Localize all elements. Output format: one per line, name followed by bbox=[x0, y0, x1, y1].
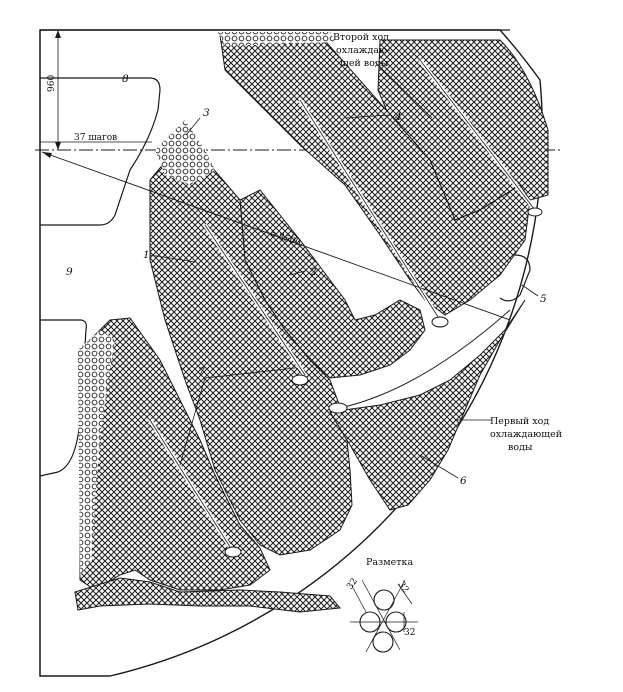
label-first-pass-line2: охлаждающей bbox=[490, 429, 562, 440]
markup-diag-2 bbox=[365, 579, 406, 653]
tube-rows-top-edge bbox=[218, 32, 335, 46]
tube-rows-3 bbox=[155, 120, 215, 185]
slot-6-end bbox=[328, 402, 348, 414]
leader-3 bbox=[185, 117, 201, 136]
slot-top-right-outline bbox=[419, 59, 536, 211]
markup-detail: Разметка 32 32 32 bbox=[345, 557, 418, 653]
leader-4 bbox=[344, 114, 391, 119]
slot-6 bbox=[339, 309, 511, 409]
leader-2 bbox=[289, 270, 306, 276]
markup-diag-1 bbox=[361, 579, 401, 651]
callout-9: 9 bbox=[66, 266, 73, 278]
slot-4-end bbox=[431, 316, 449, 328]
callout-7: 7 bbox=[198, 366, 205, 378]
tube-bundle-1 bbox=[149, 129, 353, 556]
tube-rows-lower-left-edge bbox=[78, 330, 115, 575]
tube-bundle-bottom-strip bbox=[74, 577, 341, 613]
leader-1 bbox=[149, 254, 196, 263]
callout-8: 8 bbox=[122, 73, 129, 85]
slot-1-end bbox=[291, 374, 309, 386]
label-first-pass-line3: воды bbox=[508, 442, 533, 453]
dim-steps-label: 37 шагов bbox=[74, 133, 117, 143]
dim-960-arrow-top bbox=[55, 30, 61, 38]
tube-bundle-4 bbox=[219, 34, 531, 316]
markup-pitch-a: 32 bbox=[345, 577, 360, 592]
baffle-5 bbox=[499, 254, 531, 302]
diameter-line bbox=[41, 151, 511, 321]
zone-8-outline bbox=[40, 77, 161, 226]
leader-7a bbox=[179, 377, 206, 466]
callout-5: 5 bbox=[540, 293, 547, 305]
markup-pitch-c: 32 bbox=[404, 628, 415, 638]
callout-1: 1 bbox=[143, 249, 150, 261]
callout-4: 4 bbox=[394, 111, 402, 123]
slot-lower-left-outline bbox=[149, 419, 233, 551]
leader-5 bbox=[521, 284, 539, 297]
slot-top-right-end bbox=[527, 207, 543, 217]
callout-2: 2 bbox=[309, 266, 317, 278]
leader-second-pass bbox=[374, 61, 433, 119]
tube-bundle-6 bbox=[329, 299, 526, 511]
callout-6: 6 bbox=[460, 475, 467, 487]
markup-tube-bottom bbox=[372, 631, 394, 653]
label-second-pass-line1: Второй ход bbox=[333, 32, 389, 43]
label-first-pass-line1: Первый ход bbox=[490, 416, 549, 427]
diameter-arrow bbox=[42, 152, 52, 158]
leader-6 bbox=[419, 454, 459, 479]
label-second-pass-line3: щей воды bbox=[340, 58, 389, 69]
label-second-pass-line2: охлаждаю- bbox=[336, 45, 391, 56]
shell-boundary bbox=[39, 29, 543, 677]
markup-dim-left bbox=[351, 585, 367, 613]
slot-4-outline bbox=[299, 99, 441, 321]
dim-960-label: 960 bbox=[47, 75, 57, 92]
markup-dim-right bbox=[397, 583, 413, 605]
dim-960-arrow-bottom bbox=[55, 142, 61, 150]
leader-7b bbox=[204, 367, 296, 379]
markup-title: Разметка bbox=[366, 557, 413, 568]
callout-3: 3 bbox=[203, 107, 210, 119]
slot-lower-left-end bbox=[224, 546, 242, 558]
slot-1-outline bbox=[204, 224, 306, 376]
